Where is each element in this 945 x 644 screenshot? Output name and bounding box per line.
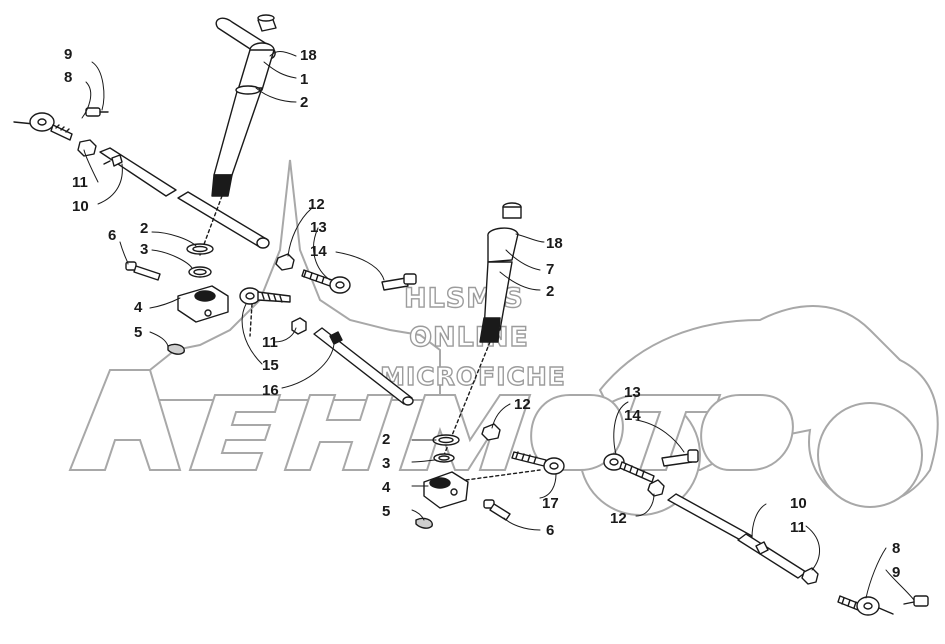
- callout-3-lower: 3: [382, 455, 391, 472]
- arm-4-upper: [177, 285, 229, 323]
- callout-10-right: 10: [790, 495, 807, 512]
- tie-rod-upper-left: [99, 147, 177, 197]
- tie-rod-16: [313, 327, 414, 406]
- ball-joint-right: [837, 595, 894, 616]
- ball-joint-13-lower: [603, 453, 655, 483]
- callout-2-lower: 2: [382, 431, 391, 448]
- callout-2-upper-left: 2: [140, 220, 149, 237]
- callout-8-right: 8: [892, 540, 901, 557]
- bolt-8-left: [85, 107, 109, 117]
- washer-2-middle: [432, 434, 460, 446]
- washer-2-upper: [186, 243, 214, 255]
- bolt-6-middle: [483, 499, 511, 521]
- nut-11-lower: [801, 567, 819, 585]
- callout-8-left: 8: [64, 69, 73, 86]
- callout-2-middle: 2: [546, 283, 555, 300]
- ball-joint-15: [239, 287, 291, 305]
- callout-18-middle: 18: [546, 235, 563, 252]
- callout-14-upper: 14: [310, 243, 327, 260]
- callout-6-lower: 6: [546, 522, 555, 539]
- nut-11-left: [77, 139, 97, 157]
- ball-joint-17: [511, 451, 565, 475]
- cap-18-upper: [257, 14, 277, 32]
- ball-joint-left: [13, 112, 73, 141]
- callout-17: 17: [542, 495, 559, 512]
- callout-10-left: 10: [72, 198, 89, 215]
- callout-7: 7: [546, 261, 555, 278]
- steering-post-7: [441, 202, 522, 461]
- callout-3-upper: 3: [140, 241, 149, 258]
- tie-rod-lower: [667, 493, 807, 579]
- callout-12-upper: 12: [308, 196, 325, 213]
- callout-12-lower: 12: [610, 510, 627, 527]
- callout-13-lower: 13: [624, 384, 641, 401]
- callout-2-upper: 2: [300, 94, 309, 111]
- callout-18-upper: 18: [300, 47, 317, 64]
- callout-9-right: 9: [892, 564, 901, 581]
- callout-12-middle: 12: [514, 396, 531, 413]
- tie-rod-upper-left-2: [177, 191, 270, 249]
- bolt-6-upper: [125, 261, 161, 281]
- watermark-line2: ONLINE: [408, 321, 529, 353]
- callout-11-middle: 11: [262, 334, 278, 351]
- washer-3-middle: [433, 453, 455, 463]
- bolt-8-right: [903, 595, 929, 607]
- bolt-14-upper: [381, 273, 417, 291]
- ball-joint-13-upper: [301, 269, 351, 294]
- washer-3-upper: [188, 266, 212, 278]
- callout-5-lower: 5: [382, 503, 391, 520]
- callout-1: 1: [300, 71, 309, 88]
- nut-12-lower: [647, 479, 665, 497]
- callout-11-left: 11: [72, 174, 88, 191]
- steering-post-1: [199, 17, 276, 256]
- callout-15: 15: [262, 357, 279, 374]
- callout-13-upper: 13: [310, 219, 327, 236]
- clip-5-upper: [167, 343, 185, 355]
- callout-5-upper: 5: [134, 324, 143, 341]
- callout-14-lower: 14: [624, 407, 641, 424]
- callout-4-upper: 4: [134, 299, 143, 316]
- callout-16: 16: [262, 382, 279, 399]
- callout-4-lower: 4: [382, 479, 391, 496]
- nut-12-middle: [481, 423, 501, 441]
- bolt-14-lower: [661, 449, 699, 467]
- callout-11-right: 11: [790, 519, 806, 536]
- callout-9-left: 9: [64, 46, 73, 63]
- arm-4-middle: [423, 471, 469, 509]
- nut-12-upper: [275, 253, 295, 271]
- callout-6-upper: 6: [108, 227, 117, 244]
